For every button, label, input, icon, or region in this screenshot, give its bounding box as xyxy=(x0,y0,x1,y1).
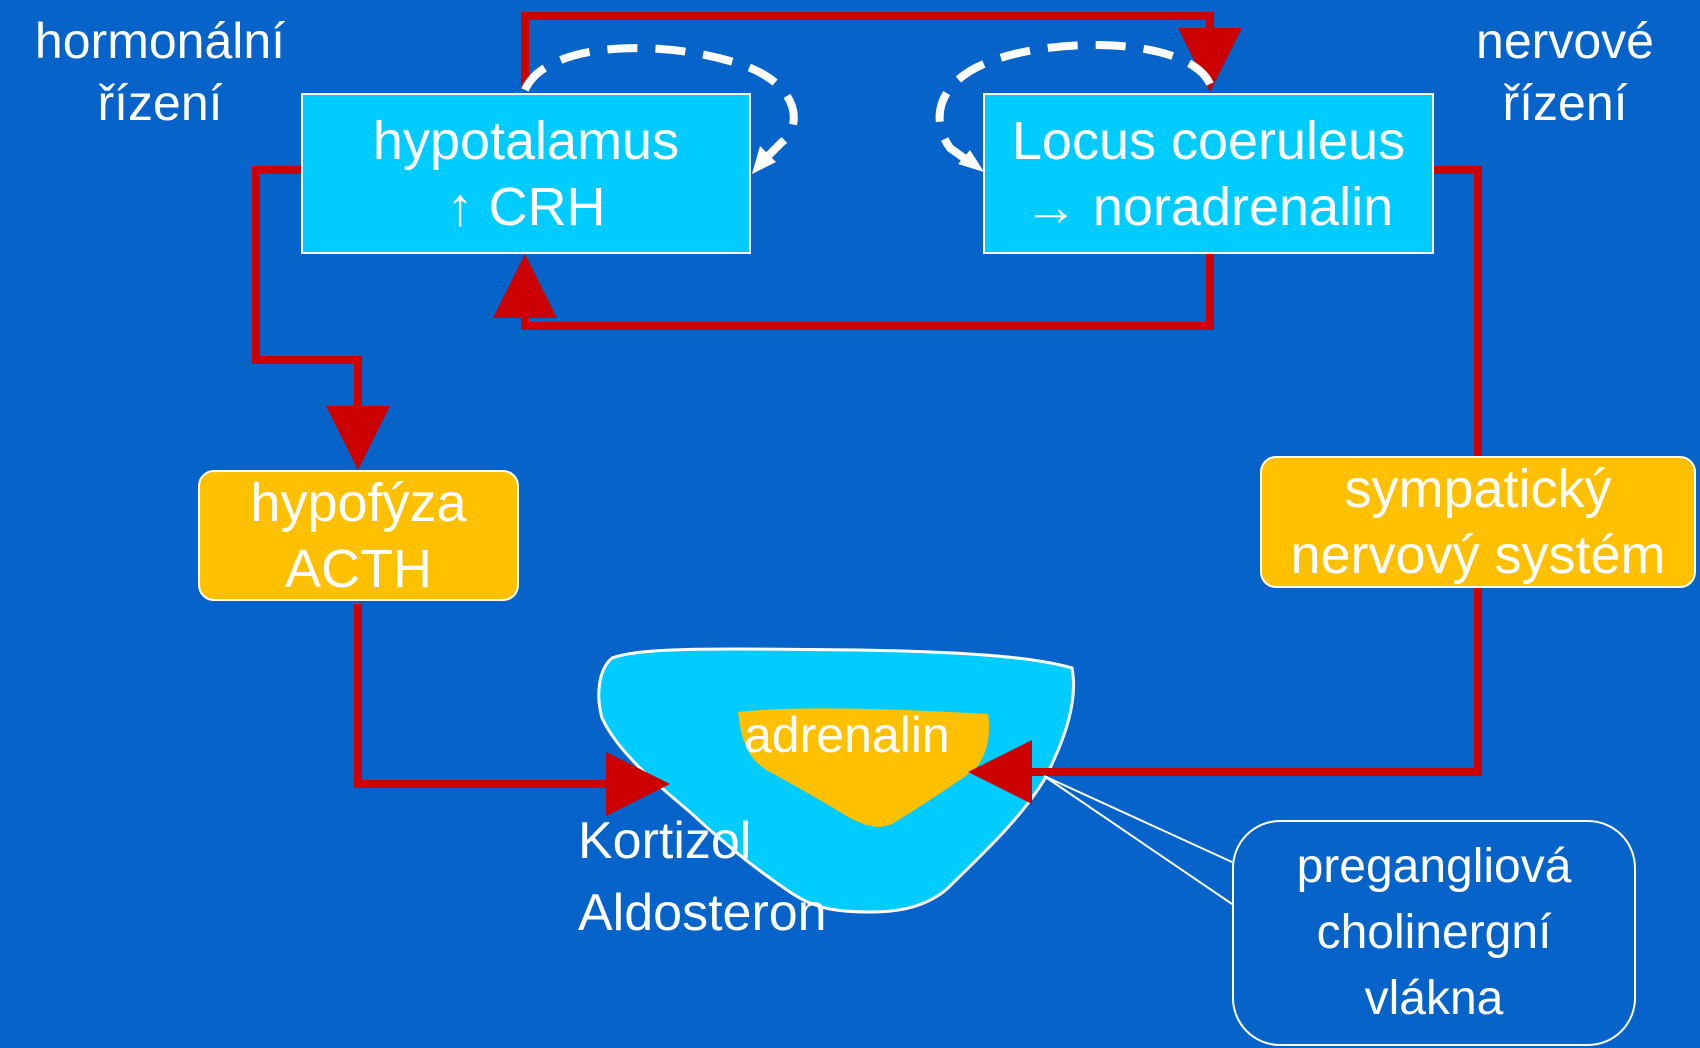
noradrenalin-label: → noradrenalin xyxy=(1023,176,1394,237)
adrenal-medulla-shape xyxy=(738,708,990,827)
nervous-control-label-line1: nervové xyxy=(1476,13,1654,69)
hypothalamus-self-loop xyxy=(521,44,798,167)
hormonal-control-label-line1: hormonální xyxy=(34,13,286,69)
sympathetic-to-medulla-arrow xyxy=(968,588,1482,804)
locus-self-loop-head xyxy=(958,150,984,172)
callout-line3: vlákna xyxy=(1364,972,1504,1025)
callout-line2: cholinergní xyxy=(1316,906,1552,959)
locus-to-hypothalamus-arrow xyxy=(493,254,1214,330)
locus-coeruleus-box: Locus coeruleus → noradrenalin xyxy=(983,93,1434,254)
locus-coeruleus-label: Locus coeruleus xyxy=(1011,110,1406,171)
hypothalamus-to-hypophysis-arrow xyxy=(252,166,390,470)
callout-line1: pregangliová xyxy=(1296,840,1572,893)
hypothalamus-box: hypotalamus ↑ CRH xyxy=(301,93,751,254)
hypophysis-label: hypofýza xyxy=(250,472,467,533)
nervous-system-label: nervový systém xyxy=(1290,525,1666,585)
crh-label: ↑ CRH xyxy=(446,176,606,237)
hypothalamus-to-locus-arrow xyxy=(521,12,1242,92)
aldosterone-label: Aldosteron xyxy=(578,884,827,942)
nervous-control-label-line2: řízení xyxy=(1502,75,1628,131)
nervous-control-label: nervové řízení xyxy=(1440,10,1690,134)
sympathetic-nervous-system-box: sympatický nervový systém xyxy=(1260,456,1696,588)
preganglionic-fibers-callout: pregangliová cholinergní vlákna xyxy=(1232,820,1636,1046)
callout-pointer xyxy=(1043,775,1233,905)
hypothalamus-label: hypotalamus xyxy=(372,110,680,171)
hormonal-control-label-line2: řízení xyxy=(97,75,223,131)
hypophysis-to-cortex-arrow xyxy=(354,604,670,816)
hypophysis-box: hypofýza ACTH xyxy=(198,470,519,601)
acth-label: ACTH xyxy=(285,538,432,599)
sympathetic-label: sympatický xyxy=(1344,459,1612,519)
locus-to-sympathetic-line xyxy=(1434,166,1482,456)
locus-self-loop xyxy=(935,40,1214,170)
hormonal-control-label: hormonální řízení xyxy=(10,10,310,134)
adrenalin-label: adrenalin xyxy=(744,707,950,763)
cortisol-label: Kortizol xyxy=(578,812,752,870)
hypothalamus-self-loop-head xyxy=(752,146,776,174)
